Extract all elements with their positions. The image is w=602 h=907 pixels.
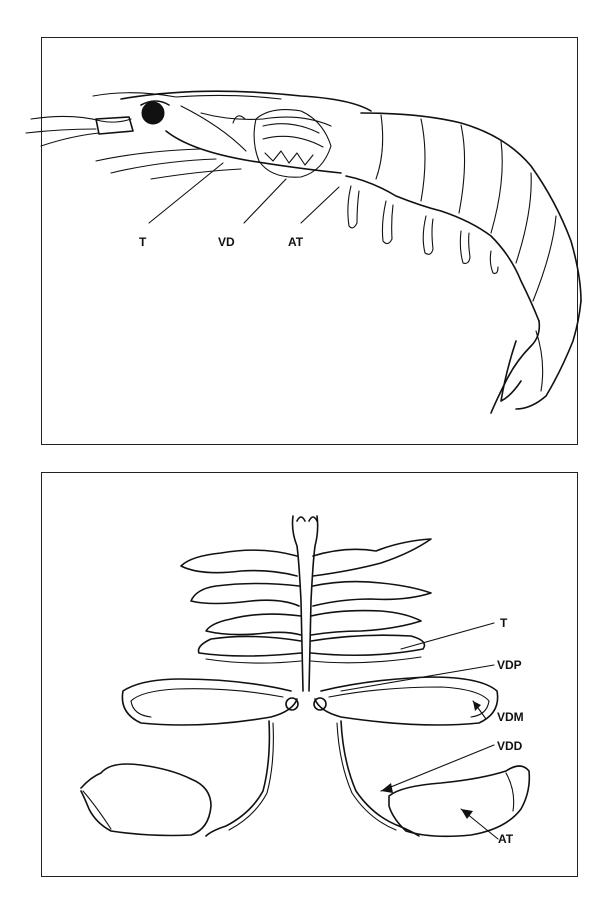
label-medial-vas-deferens: VDM <box>497 711 524 723</box>
label-distal-vas-deferens: VDD <box>497 740 522 752</box>
reproductive-system-panel: T VDP VDM VDD AT <box>41 472 578 877</box>
label-proximal-vas-deferens: VDP <box>497 659 522 671</box>
reproductive-system-drawing <box>1 1 602 461</box>
label-terminal-ampoule-bottom: AT <box>498 833 513 845</box>
label-testis-bottom: T <box>500 617 507 629</box>
